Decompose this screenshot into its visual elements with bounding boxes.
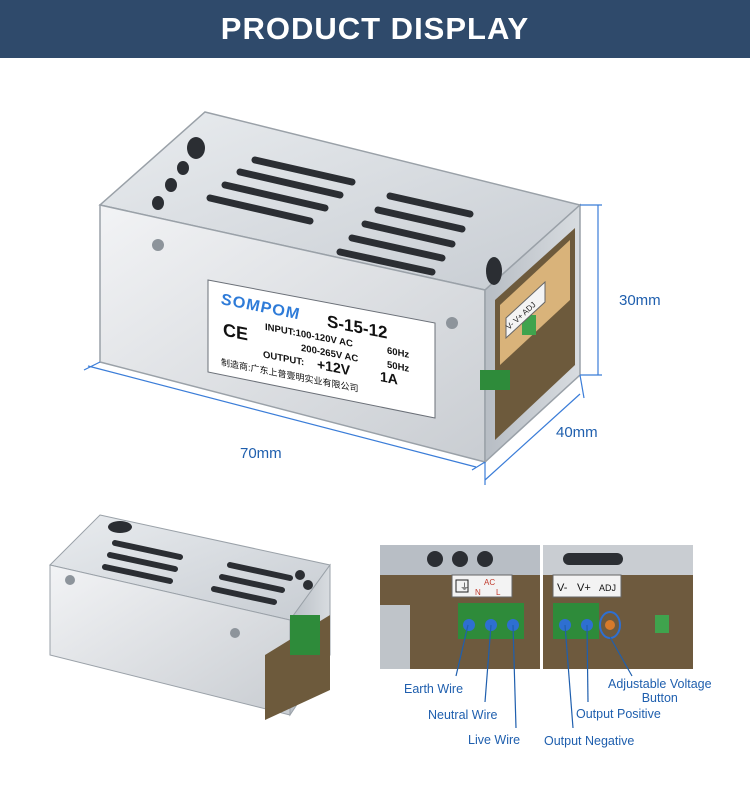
input-terminal-closeup: ⏚ AC N L xyxy=(380,545,540,669)
callout-earth-wire: Earth Wire xyxy=(404,682,464,696)
callout-output-negative: Output Negative xyxy=(544,734,635,748)
banner-title: PRODUCT DISPLAY xyxy=(220,11,530,46)
output-terminal-label-vplus: V+ xyxy=(577,582,591,594)
input-terminal-label-n: N xyxy=(475,588,481,597)
callout-output-positive: Output Positive xyxy=(576,707,661,721)
label-input-hz1: 60Hz xyxy=(387,345,410,361)
label-ce: CE xyxy=(223,319,249,345)
banner: PRODUCT DISPLAY xyxy=(0,0,750,58)
callout-neutral-wire: Neutral Wire xyxy=(428,708,498,722)
svg-text:⏚: ⏚ xyxy=(460,582,469,592)
dimension-height: 30mm xyxy=(619,292,661,309)
callout-live-wire: Live Wire xyxy=(468,733,521,747)
label-output-current: 1A xyxy=(380,368,398,388)
angled-product-image xyxy=(49,514,331,720)
input-terminal-label-l: L xyxy=(496,588,501,597)
input-terminal-label-ac: AC xyxy=(484,578,495,587)
dimension-width: 40mm xyxy=(556,424,598,441)
callout-adjustable-voltage: Adjustable Voltage Button xyxy=(608,677,712,705)
product-label xyxy=(207,279,436,419)
output-terminal-label-adj: ADJ xyxy=(599,583,616,593)
dimension-length: 70mm xyxy=(240,445,282,462)
callout-adjustable-line1: Adjustable Voltage xyxy=(608,677,712,691)
callout-adjustable-line2: Button xyxy=(641,691,678,705)
output-terminal-closeup: V- V+ ADJ xyxy=(543,545,693,669)
output-terminal-label-vminus: V- xyxy=(557,582,568,594)
